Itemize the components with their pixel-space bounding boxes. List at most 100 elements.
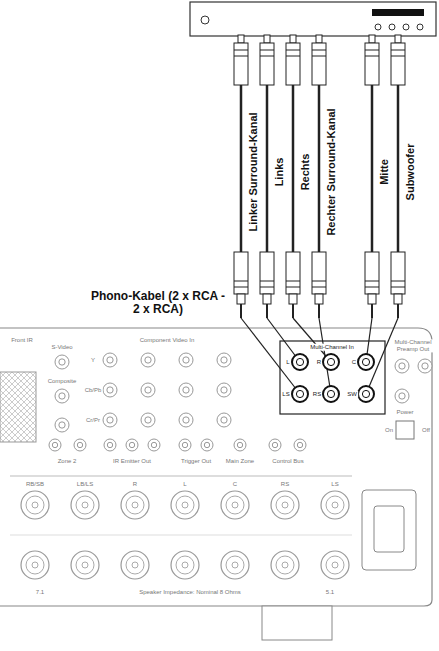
terminal-hole xyxy=(132,502,138,508)
jack-center xyxy=(399,363,405,369)
terminal-label: L xyxy=(182,481,187,488)
terminal-label: R xyxy=(132,481,138,488)
jack-center xyxy=(145,417,151,423)
jack-center xyxy=(422,363,428,369)
plug-band xyxy=(365,50,379,51)
panel-heading: Trigger Out xyxy=(180,458,212,465)
cable xyxy=(397,85,400,252)
jack-center xyxy=(297,442,302,447)
terminal-hole xyxy=(32,502,38,508)
terminal-knob xyxy=(176,556,194,574)
panel-heading: Front IR xyxy=(10,337,34,344)
plug-band xyxy=(391,281,405,282)
jack-center xyxy=(129,442,134,447)
terminal-label: LS xyxy=(330,481,339,488)
jack-center xyxy=(77,442,82,447)
rca-plug xyxy=(260,252,274,294)
panel-heading: IR Emitter Out xyxy=(112,458,152,465)
rca-jack xyxy=(104,439,116,451)
terminal-hole xyxy=(82,562,88,568)
jack-center xyxy=(399,393,405,399)
cable-label: Linker Surround-Kanal xyxy=(247,111,259,232)
terminal-knob xyxy=(126,496,144,514)
plug-band xyxy=(365,56,379,57)
jack-center xyxy=(296,390,303,397)
plug-band xyxy=(286,56,300,57)
rca-jack xyxy=(55,418,69,432)
speaker-divider xyxy=(10,535,352,536)
rca-tip xyxy=(395,35,401,43)
speaker-terminal xyxy=(221,491,249,519)
speaker-terminal xyxy=(121,491,149,519)
rca-pin xyxy=(266,304,268,318)
rca-plug xyxy=(365,43,379,85)
jack-center xyxy=(362,390,369,397)
jack-label: L xyxy=(285,359,290,366)
rca-plug xyxy=(391,43,405,85)
panel-heading: Control Bus xyxy=(271,458,304,465)
power-inlet-socket xyxy=(374,506,404,552)
rca-tip xyxy=(316,35,322,43)
jack-center xyxy=(327,358,334,365)
cable xyxy=(240,85,243,252)
jack-center xyxy=(107,387,113,393)
panel-heading: Multi-Channel Preamp Out xyxy=(390,339,436,352)
player-display xyxy=(372,9,424,16)
plug-band xyxy=(391,50,405,51)
speaker-terminal xyxy=(71,491,99,519)
switch-label: On xyxy=(384,427,394,434)
jack-center xyxy=(221,357,227,363)
plug-band xyxy=(286,287,300,288)
rca-collar xyxy=(263,294,271,304)
plug-band xyxy=(286,50,300,51)
rca-jack xyxy=(55,355,69,369)
power-inlet xyxy=(362,490,416,570)
speaker-terminal xyxy=(271,551,299,579)
speaker-terminal xyxy=(21,491,49,519)
power-switch xyxy=(396,421,414,439)
rca-pin xyxy=(318,304,320,318)
rca-jack xyxy=(323,386,339,402)
jack-center xyxy=(151,442,156,447)
rca-plug xyxy=(286,252,300,294)
jack-label: Y xyxy=(90,357,96,364)
rca-jack xyxy=(294,439,306,451)
jack-label: Cb/Pb xyxy=(84,387,103,394)
plug-band xyxy=(260,287,274,288)
rca-jack xyxy=(358,386,374,402)
cable-type-label: Phono-Kabel (2 x RCA - 2 x RCA) xyxy=(87,290,229,316)
terminal-knob xyxy=(226,496,244,514)
switch-label: Power xyxy=(395,409,414,416)
plug-band xyxy=(234,281,248,282)
jack-center xyxy=(272,442,277,447)
cable-label: Links xyxy=(273,157,285,188)
rca-pin xyxy=(292,304,294,318)
cable xyxy=(318,85,321,252)
terminal-knob xyxy=(26,496,44,514)
jack-center xyxy=(327,390,334,397)
rca-pin xyxy=(371,304,373,318)
cable xyxy=(292,85,295,252)
receiver-foot xyxy=(262,606,332,640)
plug-band xyxy=(234,287,248,288)
panel-heading: Main Zone xyxy=(225,458,255,465)
terminal-knob xyxy=(326,556,344,574)
rca-jack xyxy=(292,354,308,370)
jack-label: RS xyxy=(312,391,322,398)
plug-band xyxy=(312,50,326,51)
jack-center xyxy=(145,357,151,363)
rca-jack xyxy=(395,389,409,403)
rca-jack xyxy=(141,353,155,367)
rca-jack xyxy=(141,413,155,427)
rca-jack xyxy=(126,439,138,451)
rca-tip xyxy=(290,35,296,43)
jack-label: SW xyxy=(346,391,358,398)
speaker-divider xyxy=(10,476,352,477)
jack-label: R xyxy=(316,359,322,366)
speaker-terminal xyxy=(171,551,199,579)
plug-band xyxy=(260,50,274,51)
terminal-hole xyxy=(332,562,338,568)
speaker-terminal xyxy=(171,491,199,519)
speaker-terminal xyxy=(321,491,349,519)
terminal-hole xyxy=(182,562,188,568)
